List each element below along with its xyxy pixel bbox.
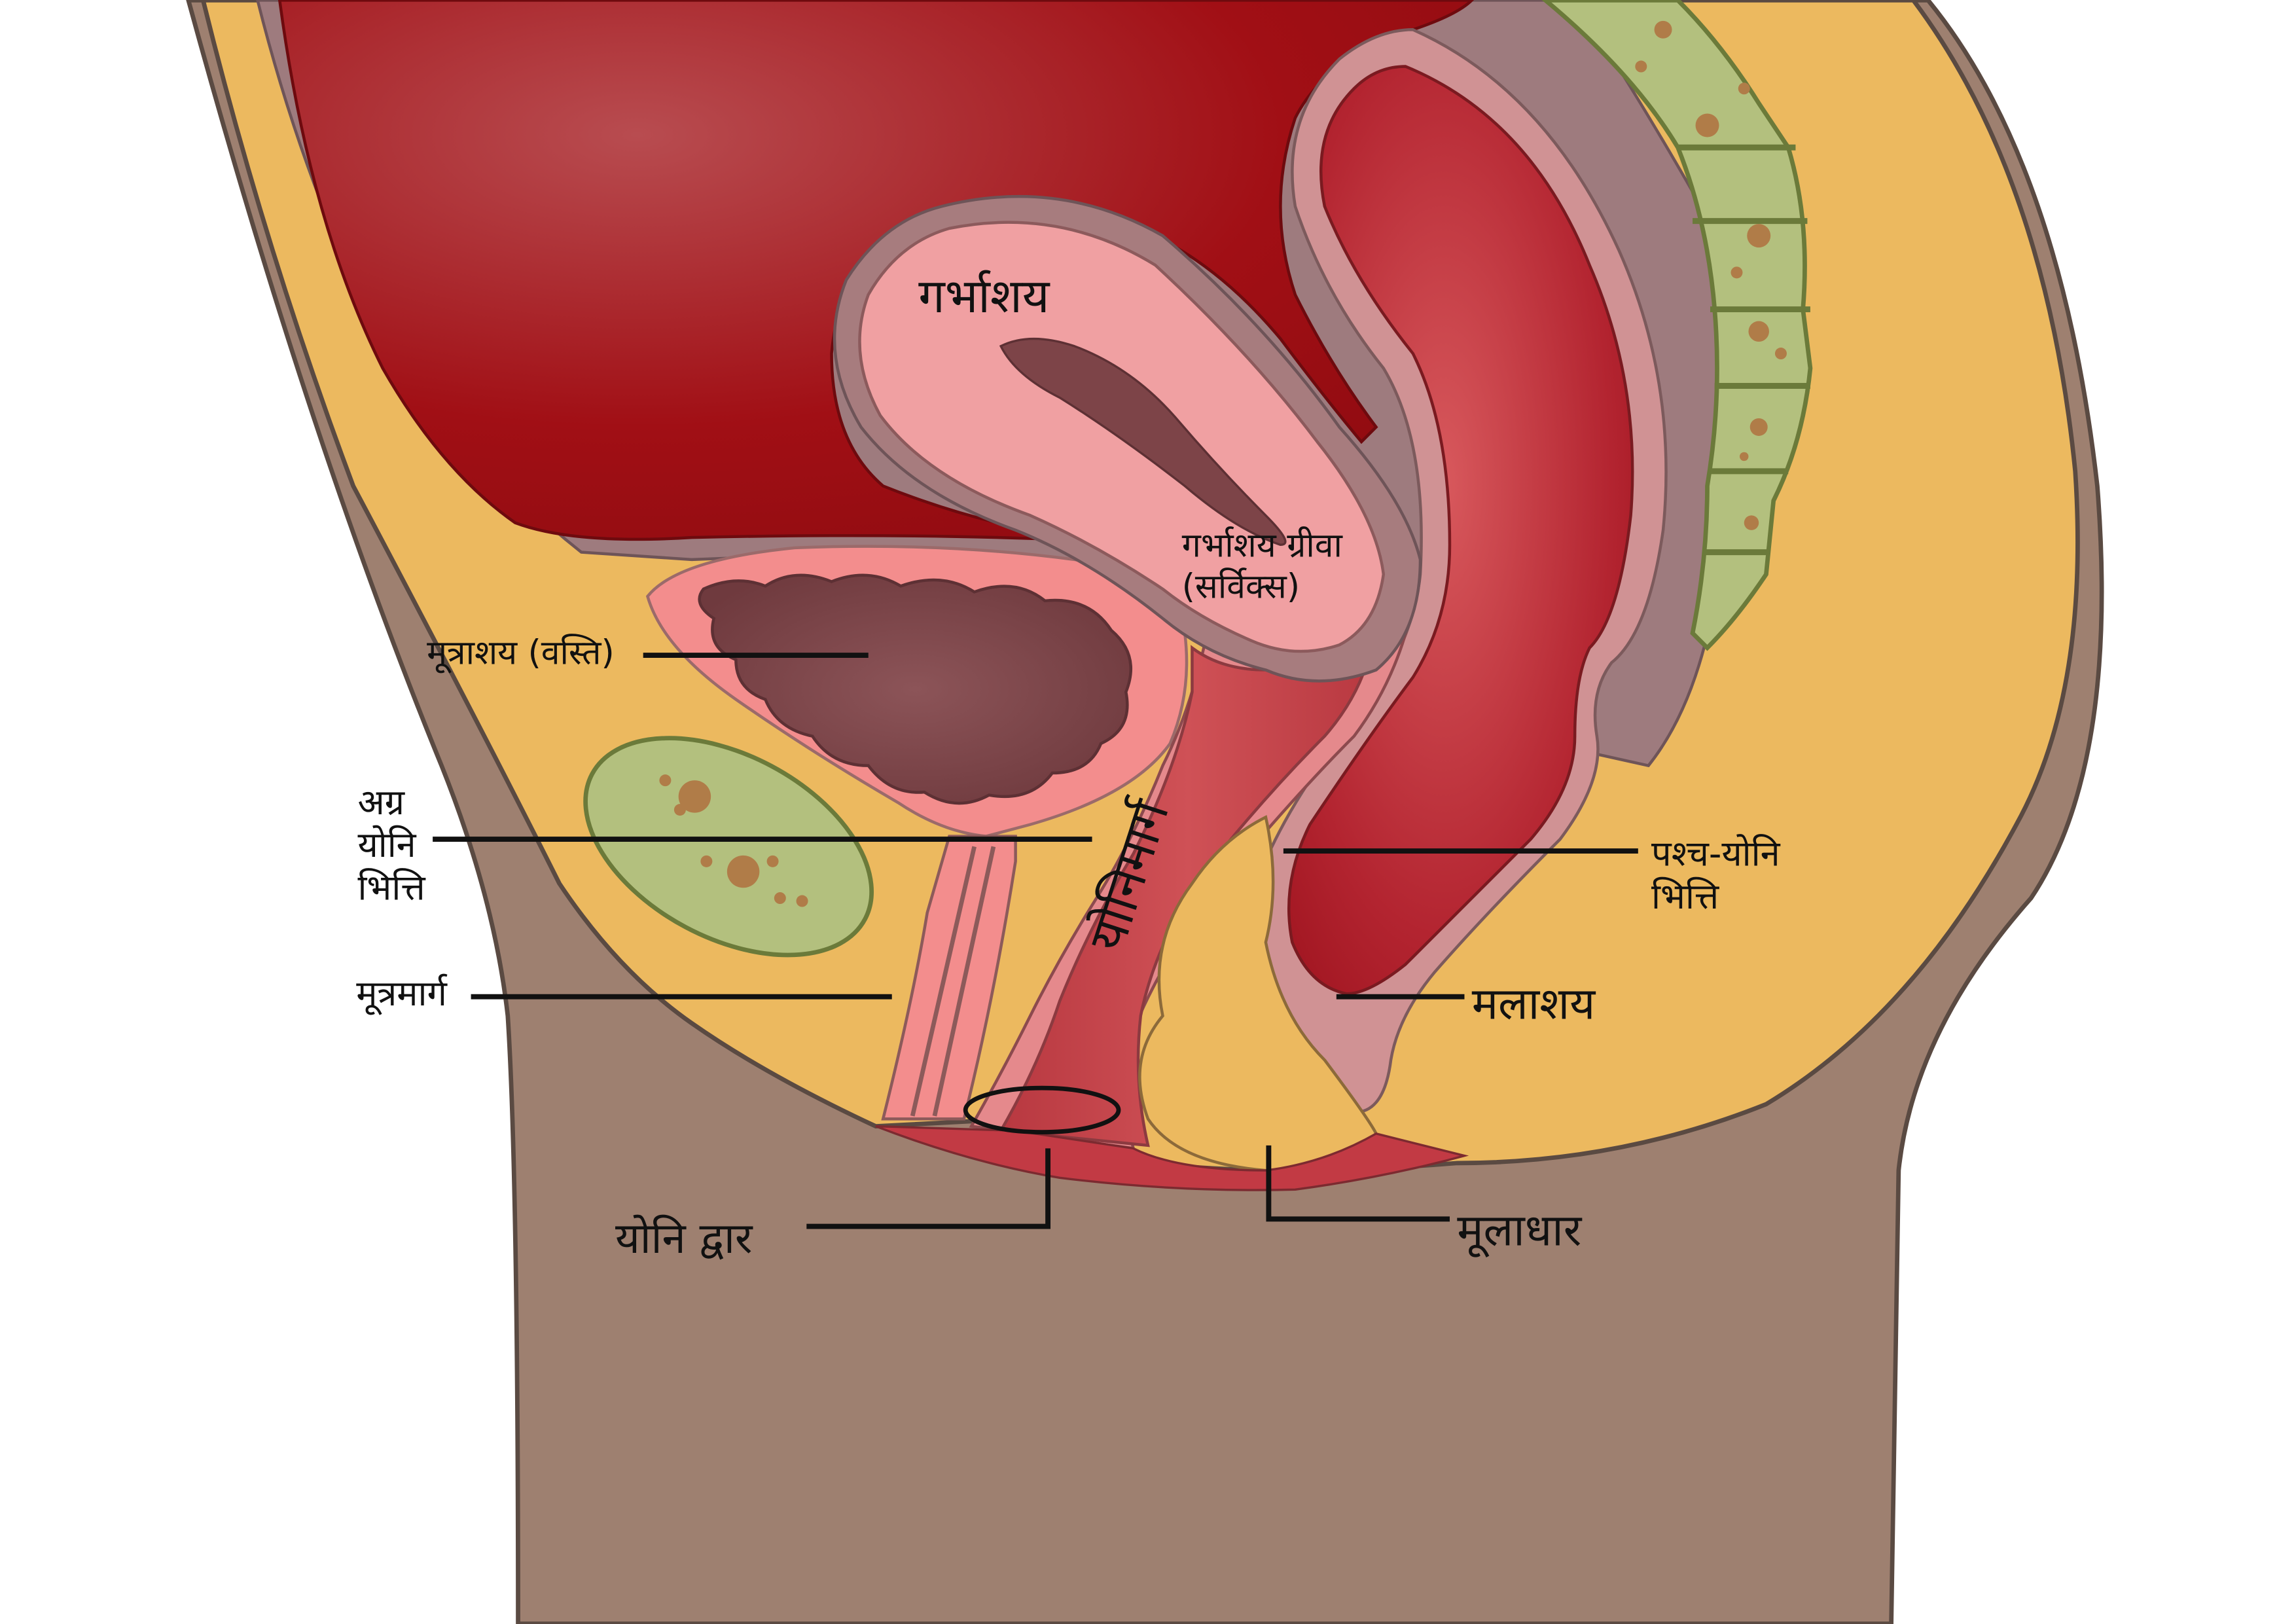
label-urethra: मूत्रमार्ग [356,973,448,1015]
bladder-cavity [698,573,1132,805]
vaginal-opening-ring [963,1085,1121,1134]
pubic-bone [583,736,874,958]
label-cervix-line1: गर्भाशय ग्रीवा [1182,526,1344,565]
leader-lines [433,653,1638,1229]
perineal-body [1138,815,1378,1172]
label-rectum: मलाशय [1472,977,1596,1029]
label-posterior-wall-line1: पश्च-योनि [1651,833,1781,875]
label-perineum: मूलाधार [1457,1204,1582,1258]
sacrum [1541,0,1813,651]
label-anterior-wall-line2: योनि [357,824,416,865]
label-cervix-line2: (सर्विक्स) [1182,567,1300,606]
label-bladder: मूत्राशय (वस्ति) [427,634,615,674]
label-anterior-wall-line1: अग्र [357,782,405,823]
label-vaginal-opening: योनि द्वार [615,1214,753,1263]
label-uterus: गर्भाशय [918,268,1050,323]
leader-perineum [1266,1145,1450,1222]
label-anterior-wall-line3: भित्ति [357,867,426,908]
label-posterior-wall-line2: भित्ति [1651,876,1720,917]
leader-vaginal-opening [806,1148,1051,1229]
vestibule [875,1125,1469,1191]
rectum-lumen [1287,65,1634,996]
uterus-cavity [999,337,1287,547]
